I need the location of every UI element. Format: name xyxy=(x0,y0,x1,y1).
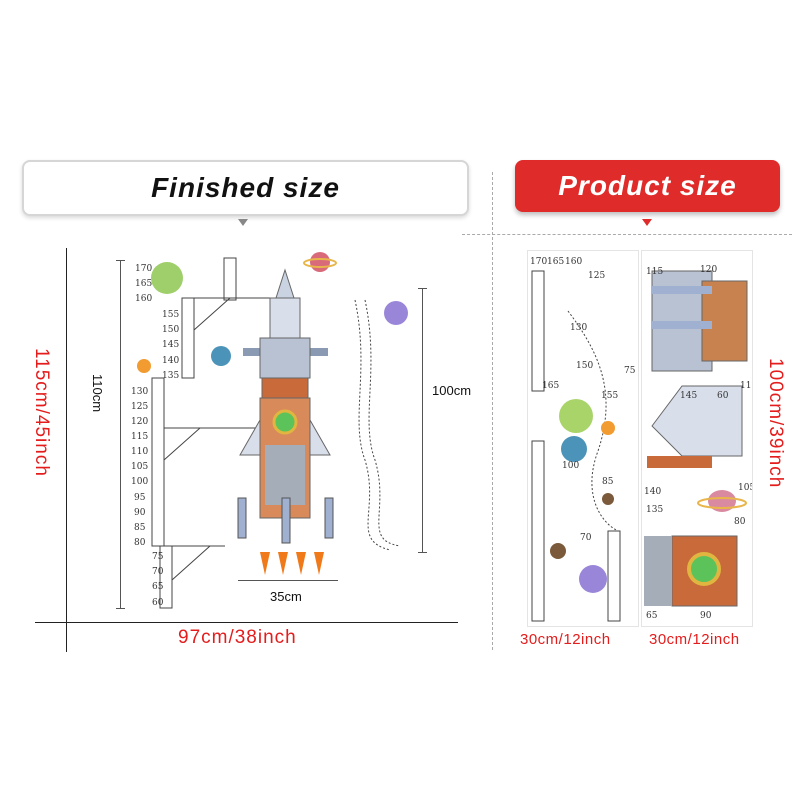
sheet-label: 110 xyxy=(740,381,752,391)
rocket-width-line xyxy=(238,580,338,581)
height-axis-line xyxy=(66,248,67,652)
sheet-label: 65 xyxy=(646,611,658,621)
product-size-title: Product size xyxy=(558,170,737,201)
ruler-tick: 80 xyxy=(134,538,146,548)
finished-size-header: Finished size xyxy=(22,160,469,216)
chart-height-label: 110cm xyxy=(90,374,105,413)
product-sheet-2: 115 120 110 145 60 105 140 135 80 65 90 xyxy=(641,250,753,627)
sheet-label: 90 xyxy=(700,611,712,621)
sheet-height-label: 100cm/39inch xyxy=(765,358,786,489)
ruler-tick: 145 xyxy=(162,340,180,350)
sheet-label: 70 xyxy=(580,533,592,543)
sheet-label: 135 xyxy=(646,505,664,515)
down-arrow-icon xyxy=(238,219,248,226)
dimension-cap xyxy=(418,288,427,289)
sheet-label: 125 xyxy=(588,271,606,281)
rocket-illustration xyxy=(137,252,408,609)
chart-height-line xyxy=(120,260,121,608)
ruler-tick: 100 xyxy=(131,477,149,487)
sheet-label: 165 xyxy=(547,257,565,267)
sheet-label: 60 xyxy=(717,391,729,401)
product-size-header: Product size xyxy=(515,160,780,212)
ruler-tick: 135 xyxy=(162,371,180,381)
sheet-label: 165 xyxy=(542,381,560,391)
blue-planet-icon xyxy=(211,346,231,366)
ruler-tick: 60 xyxy=(152,598,164,608)
sheet-label: 130 xyxy=(570,323,588,333)
sheet-label: 100 xyxy=(562,461,580,471)
ruler-tick: 140 xyxy=(162,356,180,366)
ruler-tick: 160 xyxy=(135,294,153,304)
rocket xyxy=(237,268,334,575)
sheet-label: 85 xyxy=(602,477,614,487)
sheet-label: 145 xyxy=(680,391,698,401)
ruler-tick: 105 xyxy=(131,462,149,472)
ruler-tick: 115 xyxy=(131,432,149,442)
sheet-1-illustration xyxy=(531,270,621,622)
dimension-cap xyxy=(116,608,125,609)
ruler-tick: 95 xyxy=(134,493,146,503)
total-width-label: 97cm/38inch xyxy=(178,627,297,648)
ruler-tick: 170 xyxy=(135,264,153,274)
ruler-tick: 110 xyxy=(131,447,149,457)
ruler-tick: 90 xyxy=(134,508,146,518)
rocket-height-line xyxy=(422,288,423,552)
rocket-width-label: 35cm xyxy=(270,589,302,604)
width-axis-line xyxy=(35,622,458,623)
rocket-height-label: 100cm xyxy=(432,383,472,398)
sheet-label: 75 xyxy=(624,366,636,376)
sheet-label: 140 xyxy=(644,487,662,497)
ruler-tick: 85 xyxy=(134,523,146,533)
sheet-label: 105 xyxy=(738,483,752,493)
total-height-label: 115cm/45inch xyxy=(31,348,52,477)
ringed-planet-icon xyxy=(310,252,330,272)
purple-planet-icon xyxy=(384,301,408,325)
green-planet-icon xyxy=(151,262,183,294)
height-ruler-ladders xyxy=(151,257,401,609)
finished-size-title: Finished size xyxy=(151,172,340,203)
ruler-tick: 150 xyxy=(162,325,180,335)
product-sheet-1: 170 165 160 125 130 150 75 165 155 100 8… xyxy=(527,250,639,627)
sheet-2-illustration xyxy=(644,270,748,607)
dimension-cap xyxy=(418,552,427,553)
sheet-label: 160 xyxy=(565,257,583,267)
ruler-tick: 70 xyxy=(152,567,164,577)
divider-horizontal xyxy=(462,234,792,235)
ruler-tick: 125 xyxy=(131,402,149,412)
sheet-label: 120 xyxy=(700,265,718,275)
ruler-tick: 65 xyxy=(152,582,164,592)
sheet-label: 170 xyxy=(530,257,548,267)
sheet-label: 80 xyxy=(734,517,746,527)
orange-planet-icon xyxy=(137,359,151,373)
dimension-cap xyxy=(116,260,125,261)
sheet-1-width-label: 30cm/12inch xyxy=(520,631,611,648)
sheet-label: 150 xyxy=(576,361,594,371)
ruler-tick: 130 xyxy=(131,387,149,397)
sheet-label: 115 xyxy=(646,267,664,277)
sheet-2-width-label: 30cm/12inch xyxy=(649,631,740,648)
divider-vertical xyxy=(492,172,493,650)
ruler-tick: 120 xyxy=(131,417,149,427)
sheet-label: 155 xyxy=(601,391,619,401)
ruler-tick: 75 xyxy=(152,552,164,562)
ruler-tick: 165 xyxy=(135,279,153,289)
down-arrow-icon xyxy=(642,219,652,226)
ruler-tick: 155 xyxy=(162,310,180,320)
